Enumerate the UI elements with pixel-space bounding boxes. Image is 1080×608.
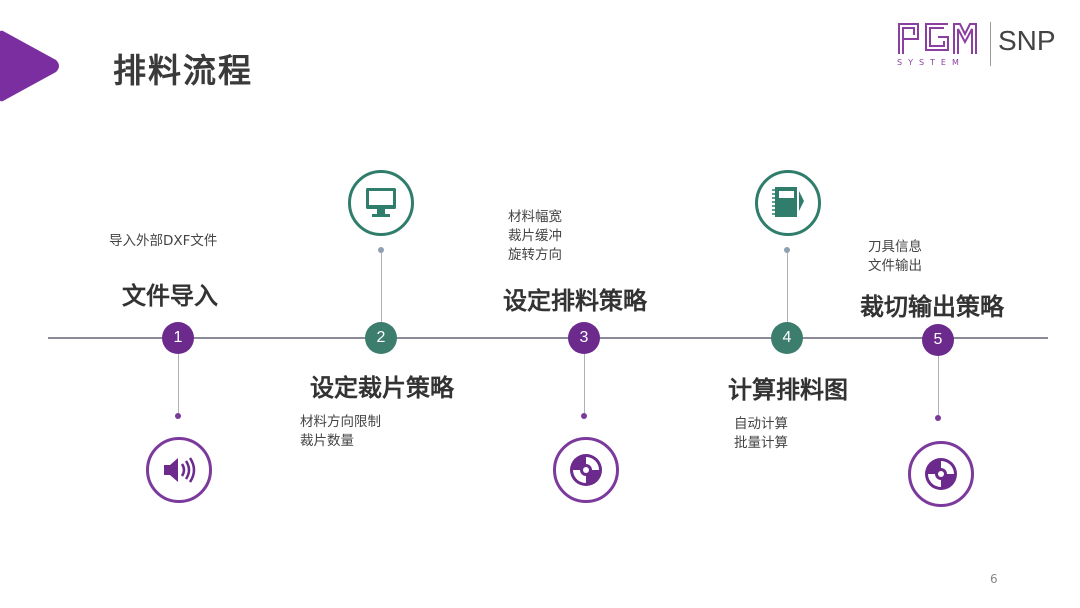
page-title: 排料流程: [113, 51, 253, 90]
step-1-connector: [178, 354, 179, 416]
step-3-detail-3: 旋转方向: [508, 247, 562, 263]
step-4-icon-circle: [755, 170, 821, 236]
partner-logo-text: SNP: [998, 25, 1056, 56]
notebook-icon: [772, 187, 804, 217]
step-3-title: 设定排料策略: [503, 287, 647, 315]
step-2-node: 2: [365, 322, 397, 354]
step-1-connector-dot: [175, 413, 181, 419]
step-4-title: 计算排料图: [728, 376, 848, 404]
step-2-detail-1: 材料方向限制: [300, 414, 381, 430]
play-triangle-icon: [0, 30, 59, 102]
step-3-detail-2: 裁片缓冲: [508, 228, 562, 244]
step-4-detail-1: 自动计算: [734, 416, 788, 432]
step-5-title: 裁切输出策略: [860, 293, 1004, 321]
step-5-detail-1: 刀具信息: [868, 239, 922, 255]
step-1-title: 文件导入: [122, 282, 218, 310]
step-2-icon-circle: [348, 170, 414, 236]
step-5-detail-2: 文件输出: [868, 258, 922, 274]
step-5-connector-dot: [935, 415, 941, 421]
step-1-detail-1: 导入外部DXF文件: [109, 233, 218, 249]
logo-subtitle: SYSTEM: [897, 58, 965, 67]
step-3-icon-circle: [553, 437, 619, 503]
step-3-connector-dot: [581, 413, 587, 419]
step-1-node: 1: [162, 322, 194, 354]
page-number: 6: [990, 572, 998, 586]
step-2-title: 设定裁片策略: [310, 374, 454, 402]
monitor-icon: [366, 188, 396, 217]
speaker-icon: [164, 457, 196, 483]
step-3-connector: [584, 354, 585, 416]
logo-divider: [990, 22, 991, 66]
step-1-icon-circle: [146, 437, 212, 503]
step-2-connector-dot: [378, 247, 384, 253]
step-5-connector: [938, 356, 939, 418]
step-3-detail-1: 材料幅宽: [508, 209, 562, 225]
step-2-connector: [381, 253, 382, 323]
step-4-detail-2: 批量计算: [734, 435, 788, 451]
step-4-connector-dot: [784, 247, 790, 253]
disc-icon: [570, 454, 602, 486]
step-4-node: 4: [771, 322, 803, 354]
step-4-connector: [787, 253, 788, 323]
step-2-detail-2: 裁片数量: [300, 433, 354, 449]
timeline-line: [48, 337, 1048, 339]
step-5-icon-circle: [908, 441, 974, 507]
step-3-node: 3: [568, 322, 600, 354]
pgm-logo-icon: [898, 23, 977, 54]
disc-icon: [925, 458, 957, 490]
step-5-node: 5: [922, 324, 954, 356]
